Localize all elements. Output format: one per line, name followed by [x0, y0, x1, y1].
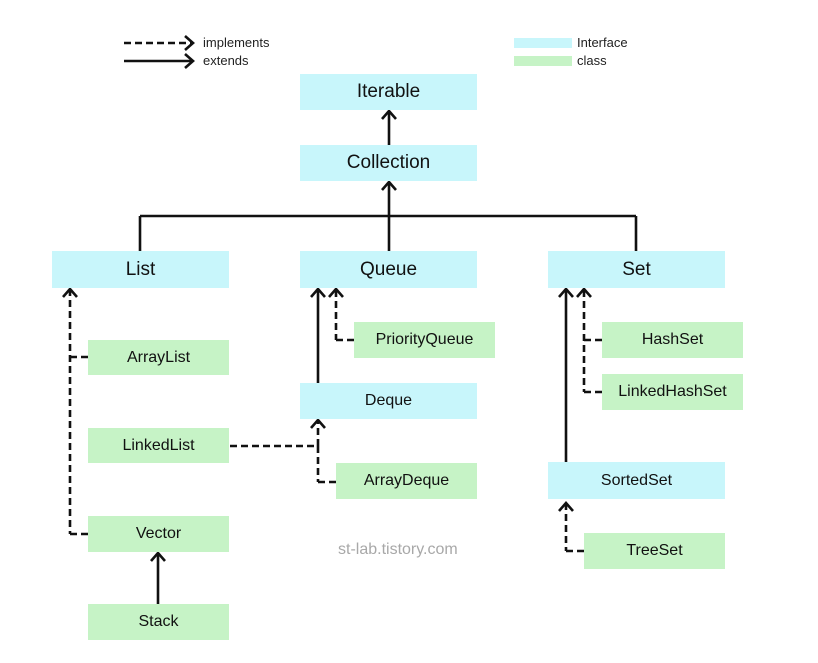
- node-queue: Queue: [300, 251, 477, 288]
- node-linkedlist: LinkedList: [88, 428, 229, 463]
- edge-collection-extends-iterable: [381, 109, 397, 145]
- node-collection: Collection: [300, 145, 477, 181]
- edge-treeset-implements-sortedset: [564, 503, 584, 553]
- legend-implements-label: implements: [203, 35, 270, 50]
- legend-implements-arrow: [124, 35, 195, 51]
- node-iterable: Iterable: [300, 74, 477, 110]
- sortedset-arrowhead: [558, 501, 574, 512]
- list-arrowhead: [62, 287, 78, 298]
- watermark-text: st-lab.tistory.com: [338, 541, 458, 558]
- edge-hashsets-implement-set: [582, 290, 602, 394]
- legend-extends-arrow: [124, 53, 195, 69]
- edge-priorityqueue-implements-queue: [334, 290, 354, 342]
- node-sortedset: SortedSet: [548, 462, 725, 499]
- set-dashed-arrowhead: [576, 287, 592, 298]
- node-stack: Stack: [88, 604, 229, 640]
- node-treeset: TreeSet: [584, 533, 725, 569]
- legend-interface-label: Interface: [577, 35, 628, 50]
- node-list: List: [52, 251, 229, 288]
- legend-interface-swatch: [514, 38, 572, 48]
- node-set: Set: [548, 251, 725, 288]
- node-hashset: HashSet: [602, 322, 743, 358]
- node-linkedhashset: LinkedHashSet: [602, 374, 743, 410]
- deque-arrowhead: [310, 418, 326, 429]
- node-arraylist: ArrayList: [88, 340, 229, 375]
- legend-extends-label: extends: [203, 53, 249, 68]
- node-arraydeque: ArrayDeque: [336, 463, 477, 499]
- legend-class-swatch: [514, 56, 572, 66]
- legend-class-label: class: [577, 53, 607, 68]
- node-priorityqueue: PriorityQueue: [354, 322, 495, 358]
- edge-deque-extends-queue: [310, 287, 326, 383]
- edge-stack-extends-vector: [150, 551, 166, 604]
- node-vector: Vector: [88, 516, 229, 552]
- queue-dashed-arrowhead: [328, 287, 344, 298]
- edge-sortedset-extends-set: [558, 287, 574, 462]
- edge-list-implementations: [68, 289, 88, 536]
- edge-linkedlist-implements-deque: [230, 420, 336, 484]
- edge-subinterfaces-extend-collection: [138, 180, 638, 251]
- node-deque: Deque: [300, 383, 477, 419]
